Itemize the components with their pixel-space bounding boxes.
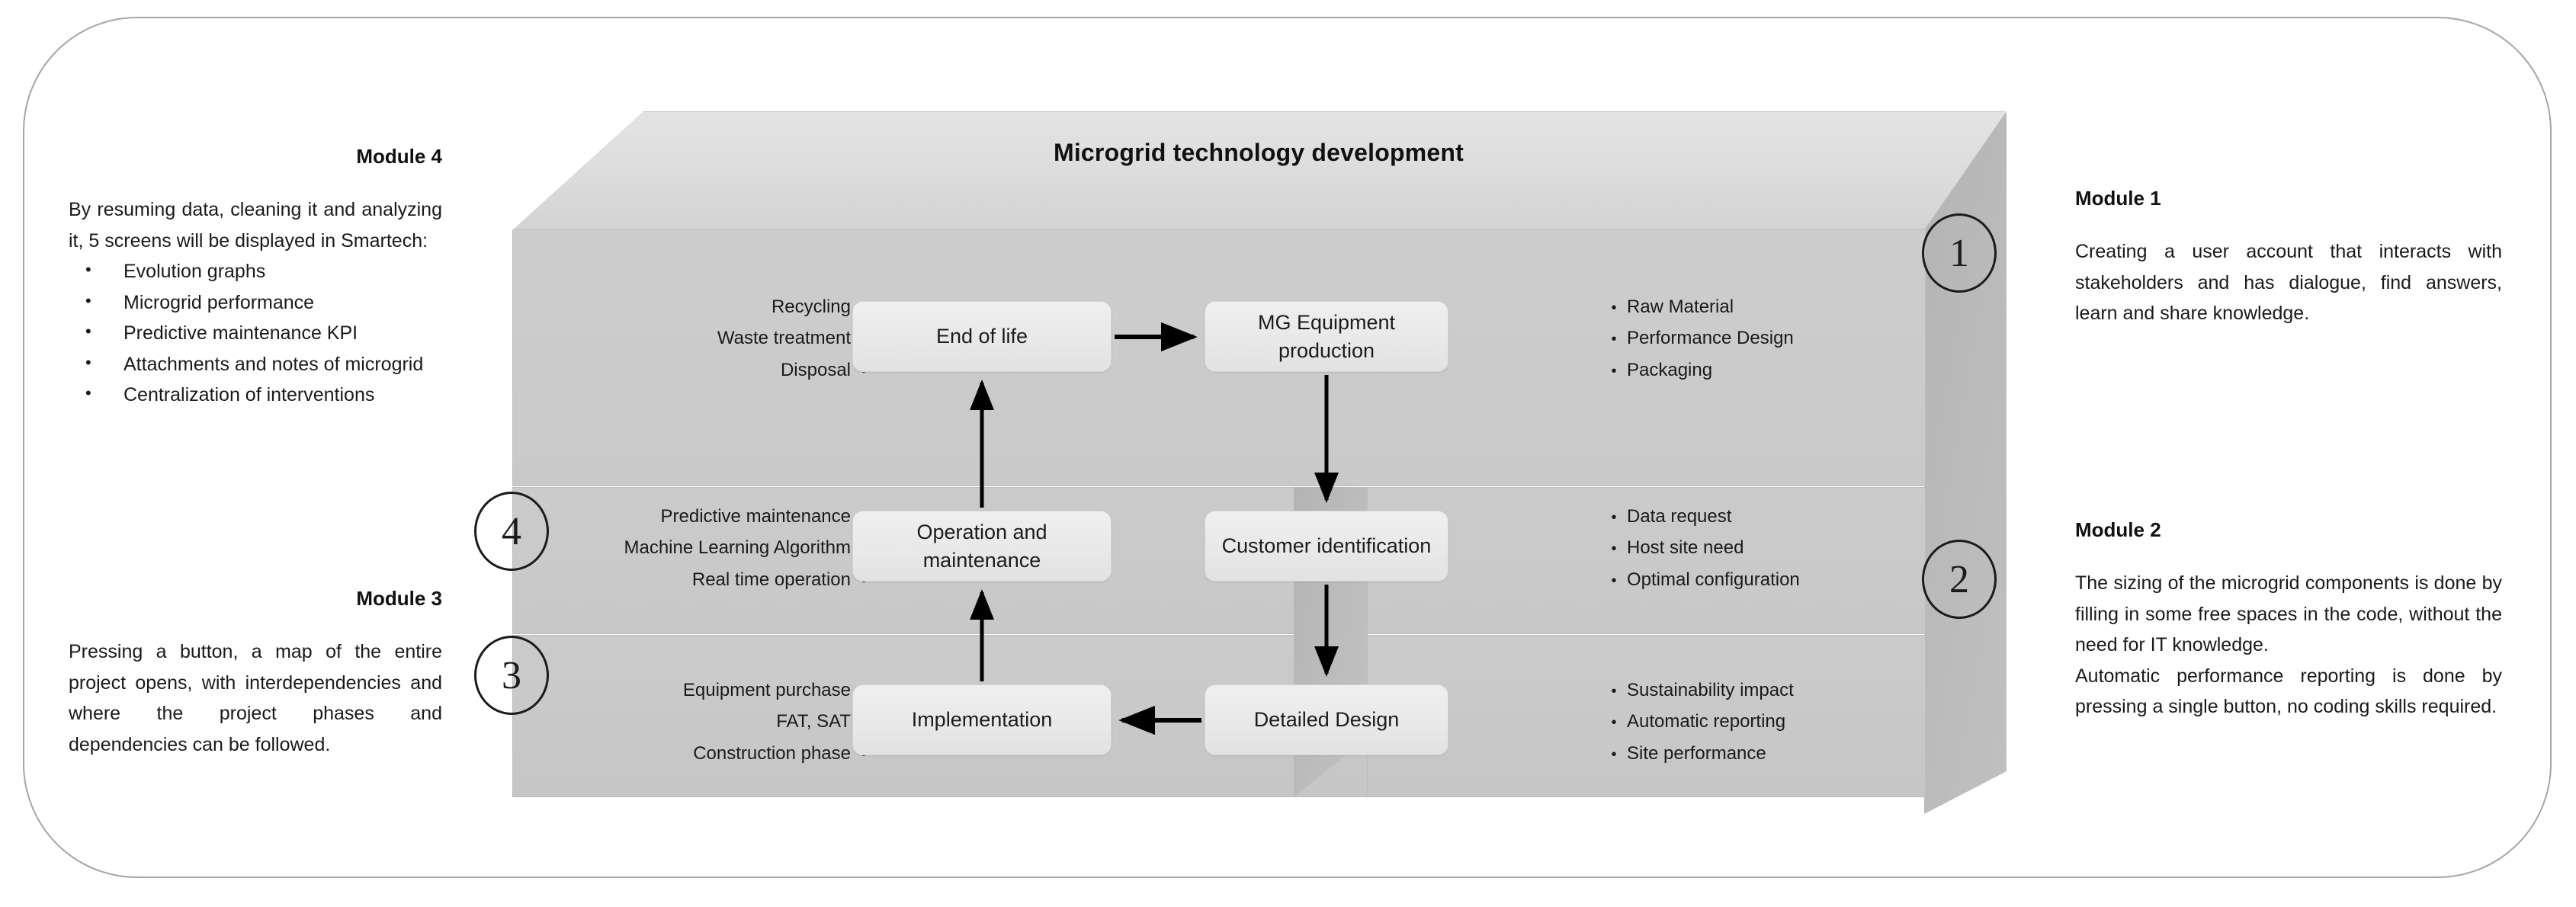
bullets-mg-equipment-production: • Raw Material • Performance Design • Packa… [1601,291,1921,386]
bullet-text: Automatic reporting [1627,711,1786,732]
bullet-text: Machine Learning Algorithm [624,537,851,559]
bullets-end-of-life: Recycling• Waste treatment• Disposal• [686,291,877,386]
module-2-text-part-2: Automatic performance reporting is done … [2075,665,2502,718]
bullet-text: FAT, SAT [776,711,851,732]
bullet-dot-icon: • [1611,362,1617,380]
bullet-text: Raw Material [1627,296,1734,317]
module-2-title: Module 2 [2075,518,2161,541]
module-4-title: Module 4 [356,145,442,168]
bullet-text: Recycling [771,296,851,317]
bullets-customer-identification: • Data request • Host site need • Optimal c… [1601,501,1921,595]
process-box-label: End of life [935,325,1028,348]
process-box-label: Detailed Design [1253,708,1400,732]
bullet-dot-icon: • [1611,572,1617,589]
bullet-text: Data request [1627,506,1732,527]
marker-number: 4 [502,509,521,553]
process-box-label: MG Equipment production [1257,311,1396,362]
bullet-dot-icon: • [1611,745,1617,763]
module-1-panel: Module 1 Creating a user account that in… [2075,187,2502,329]
bullet-text: Packaging [1627,359,1713,380]
module-1-text: Creating a user account that interacts w… [2075,241,2502,324]
list-item: Centralization of interventions [69,380,442,411]
bullet-dot-icon: • [1611,683,1617,700]
module-2-panel: Module 2 The sizing of the microgrid com… [2075,518,2502,723]
bullet-text: Host site need [1627,537,1744,559]
module-2-body: The sizing of the microgrid components i… [2075,568,2502,723]
list-item: Attachments and notes of microgrid [69,349,442,380]
marker-number: 2 [1949,557,1969,601]
bullets-implementation: Equipment purchase• FAT, SAT• Constructi… [633,675,877,769]
module-3-body: Pressing a button, a map of the entire p… [69,636,442,760]
process-box-label: Implementation [911,708,1053,732]
bullet-dot-icon: • [1611,540,1617,558]
bullet-text: Predictive maintenance [660,506,851,527]
bullet-text: Construction phase [693,742,851,764]
process-box-label: Operation and maintenance [916,521,1047,572]
bullets-detailed-design: • Sustainability impact • Automatic report… [1601,675,1921,769]
marker-number: 1 [1949,231,1969,275]
list-item: Evolution graphs [69,256,442,287]
module-3-text: Pressing a button, a map of the entire p… [69,641,442,755]
module-1-title: Module 1 [2075,187,2161,210]
bullet-dot-icon: • [1611,509,1617,526]
bullet-text: Waste treatment [717,328,851,349]
process-box-customer-identification[interactable]: Customer identification [1205,511,1448,582]
bullet-text: Performance Design [1627,328,1794,349]
process-box-label: Customer identification [1221,534,1432,558]
bullet-text: Optimal configuration [1627,569,1800,590]
bullet-dot-icon: • [1611,714,1617,732]
bullet-text: Sustainability impact [1627,680,1794,700]
marker-circle-1: 1 [1922,213,1997,293]
bullet-text: Real time operation [691,569,851,590]
cube-inner-divider-line [1367,487,1368,797]
process-box-detailed-design[interactable]: Detailed Design [1205,684,1448,755]
marker-circle-4: 4 [474,492,549,571]
marker-number: 3 [502,653,521,697]
bullet-text: Disposal [780,359,851,380]
bullets-operation-and-maintenance: Predictive maintenance• Machine Learning… [579,501,877,595]
module-4-panel: Module 4 By resuming data, cleaning it a… [69,145,442,411]
process-box-mg-equipment-production[interactable]: MG Equipment production [1205,301,1448,372]
marker-circle-3: 3 [474,636,549,715]
module-4-bullet-list: Evolution graphs Microgrid performance P… [69,256,442,411]
process-box-end-of-life[interactable]: End of life [852,301,1112,372]
bullet-text: Equipment purchase [682,680,851,700]
process-box-operation-and-maintenance[interactable]: Operation and maintenance [852,511,1112,582]
marker-circle-2: 2 [1922,540,1997,619]
page-title: Microgrid technology development [1053,139,1464,166]
bullet-dot-icon: • [1611,300,1617,316]
module-2-text-part-1: The sizing of the microgrid components i… [2075,572,2502,655]
process-box-implementation[interactable]: Implementation [852,684,1112,755]
module-4-intro: By resuming data, cleaning it and analyz… [69,199,442,252]
bullet-text: Site performance [1627,742,1766,764]
list-item: Predictive maintenance KPI [69,318,442,349]
list-item: Microgrid performance [69,287,442,319]
module-1-body: Creating a user account that interacts w… [2075,236,2502,329]
module-4-body: By resuming data, cleaning it and analyz… [69,194,442,411]
bullet-dot-icon: • [1611,331,1617,348]
cube-top-face [512,111,2005,230]
module-3-panel: Module 3 Pressing a button, a map of the… [69,587,442,760]
module-3-title: Module 3 [356,587,442,610]
